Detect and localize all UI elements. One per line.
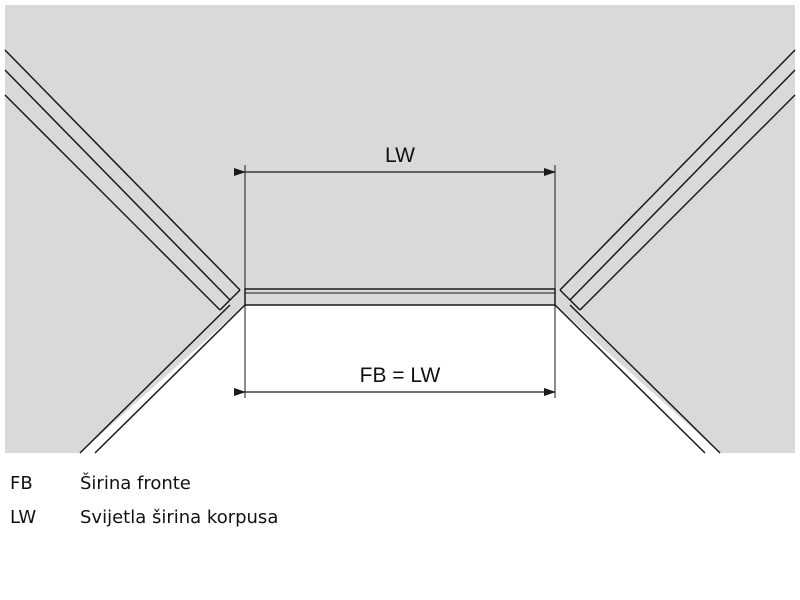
legend: FB Širina fronte LW Svijetla širina korp…	[10, 466, 790, 534]
legend-item-lw: LW Svijetla širina korpusa	[10, 500, 790, 534]
legend-key: FB	[10, 472, 33, 494]
front-panel	[244, 288, 556, 306]
legend-description: Svijetla širina korpusa	[80, 506, 279, 528]
extension-lines	[244, 165, 556, 398]
right-side-panel	[554, 49, 796, 454]
legend-key: LW	[10, 506, 37, 528]
dimension-label-lw: LW	[385, 144, 415, 167]
legend-description: Širina fronte	[80, 472, 191, 494]
left-side-panel	[4, 49, 246, 454]
legend-item-fb: FB Širina fronte	[10, 466, 790, 500]
cabinet-corner-diagram: LW FB = LW	[4, 5, 796, 454]
dimension-label-fb: FB = LW	[360, 364, 441, 387]
cabinet-interior	[5, 5, 795, 453]
